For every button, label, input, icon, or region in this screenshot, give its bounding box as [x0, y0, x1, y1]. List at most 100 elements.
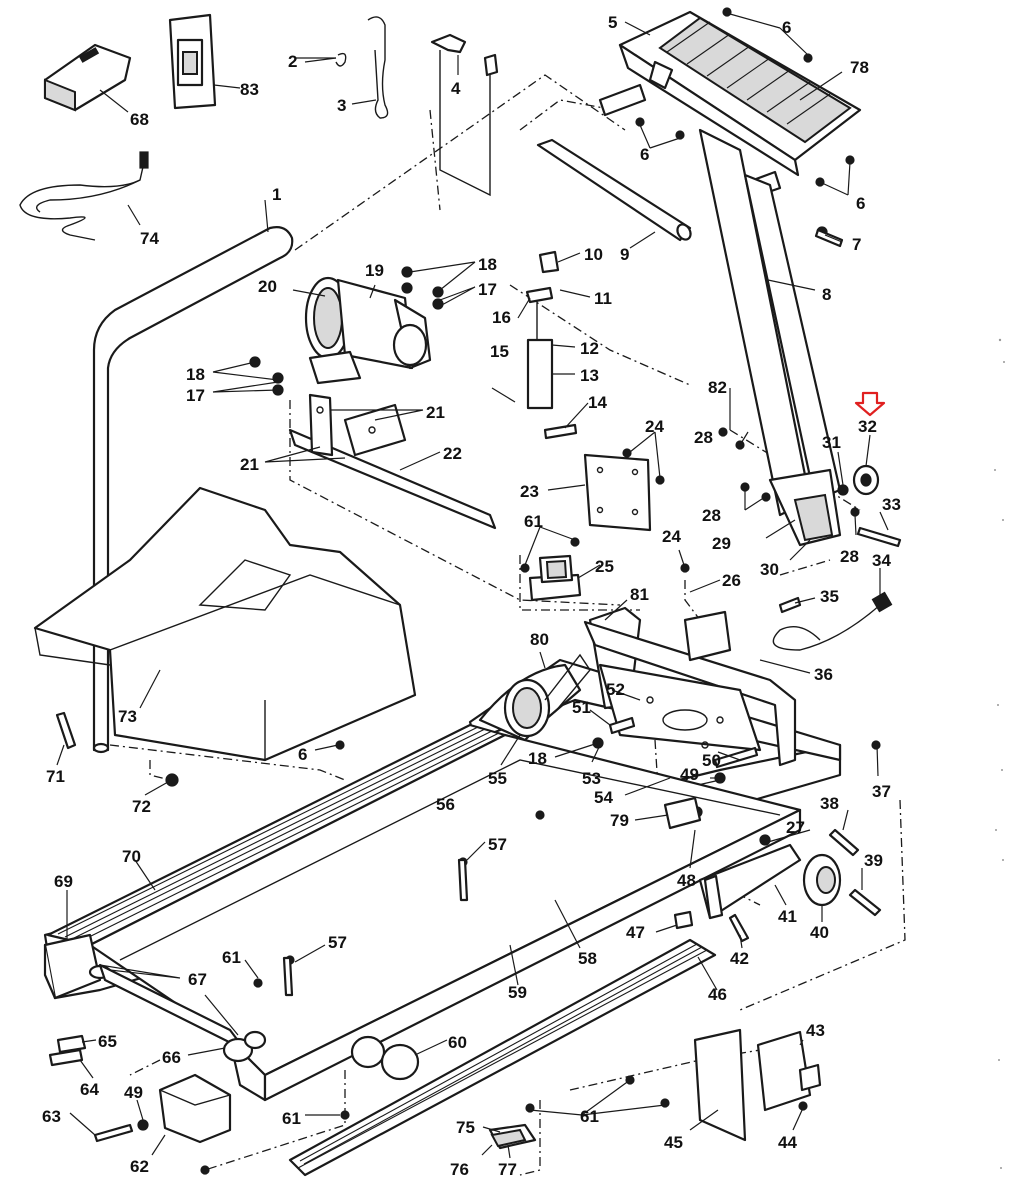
console-vents — [666, 21, 831, 125]
label-22: 22 — [443, 444, 462, 463]
label-40: 40 — [810, 923, 829, 942]
highlight-arrow-icon — [854, 391, 886, 417]
label-77: 77 — [498, 1160, 517, 1179]
label-50: 50 — [702, 751, 721, 770]
label-17-left: 17 — [186, 386, 205, 405]
label-23: 23 — [520, 482, 539, 501]
motor-assembly — [249, 266, 444, 396]
label-57-b: 57 — [328, 933, 347, 952]
label-81: 81 — [630, 585, 649, 604]
deck-59 — [88, 733, 802, 1102]
label-76: 76 — [450, 1160, 469, 1179]
label-6-top: 6 — [782, 18, 791, 37]
label-68: 68 — [130, 110, 149, 129]
label-29: 29 — [712, 534, 731, 553]
label-47: 47 — [626, 923, 645, 942]
label-5: 5 — [608, 13, 617, 32]
motor-mount-22 — [288, 393, 497, 530]
label-34: 34 — [872, 551, 891, 570]
label-20: 20 — [258, 277, 277, 296]
label-16: 16 — [492, 308, 511, 327]
transformer-25 — [528, 554, 582, 602]
side-rail-46 — [288, 938, 717, 1177]
label-18-deck: 18 — [528, 749, 547, 768]
label-41: 41 — [778, 907, 797, 926]
label-62: 62 — [130, 1157, 149, 1176]
label-58: 58 — [578, 949, 597, 968]
label-11: 11 — [594, 289, 612, 308]
bracket-41 — [698, 843, 802, 920]
label-57-a: 57 — [488, 835, 507, 854]
label-19: 19 — [365, 261, 384, 280]
label-61-b: 61 — [222, 948, 241, 967]
label-18-right: 18 — [478, 255, 497, 274]
label-8: 8 — [822, 285, 831, 304]
rear-roller-66 — [98, 963, 267, 1063]
label-4: 4 — [451, 79, 461, 98]
roller-9 — [536, 138, 692, 242]
label-17-right: 17 — [478, 280, 497, 299]
label-33: 33 — [882, 495, 901, 514]
label-70: 70 — [122, 847, 141, 866]
handrail-1 — [92, 226, 294, 754]
label-6-mid: 6 — [640, 145, 649, 164]
label-55: 55 — [488, 769, 507, 788]
label-12: 12 — [580, 339, 599, 358]
label-14: 14 — [588, 393, 607, 412]
lead-wire-3 — [351, 16, 389, 119]
label-18-left: 18 — [186, 365, 205, 384]
label-73: 73 — [118, 707, 137, 726]
label-28-c: 28 — [840, 547, 859, 566]
label-28-a: 28 — [694, 428, 713, 447]
pulse-receiver-83 — [168, 13, 241, 110]
label-79: 79 — [610, 811, 629, 830]
label-69: 69 — [54, 872, 73, 891]
isolator-60 — [350, 1035, 420, 1081]
label-1: 1 — [272, 185, 281, 204]
label-24-mid: 24 — [662, 527, 681, 546]
label-53: 53 — [582, 769, 601, 788]
label-48: 48 — [677, 871, 696, 890]
label-43: 43 — [806, 1021, 825, 1040]
foot-75-77 — [488, 1123, 537, 1150]
label-32: 32 — [858, 417, 877, 436]
label-63: 63 — [42, 1107, 61, 1126]
leader-lines — [56, 13, 889, 1159]
label-71: 71 — [46, 767, 65, 786]
label-21-left: 21 — [240, 455, 259, 474]
fasteners — [55, 7, 902, 1175]
bracket-23 — [583, 453, 652, 532]
label-54: 54 — [594, 788, 613, 807]
motor-cover-plate-45 — [693, 1028, 747, 1142]
label-72: 72 — [132, 797, 151, 816]
label-2: 2 — [288, 52, 297, 71]
power-cord-34 — [772, 591, 893, 651]
label-82: 82 — [708, 378, 727, 397]
label-52: 52 — [606, 680, 625, 699]
label-67: 67 — [188, 970, 207, 989]
label-60: 60 — [448, 1033, 467, 1052]
label-36: 36 — [814, 665, 833, 684]
label-65: 65 — [98, 1032, 117, 1051]
label-45: 45 — [664, 1133, 683, 1152]
clip-2 — [304, 52, 347, 67]
label-39: 39 — [864, 851, 883, 870]
label-25: 25 — [595, 557, 614, 576]
motor-hood-73 — [33, 486, 417, 762]
label-26: 26 — [722, 571, 741, 590]
label-7: 7 — [852, 235, 861, 254]
scan-specks — [994, 338, 1005, 1169]
front-pulley-80 — [478, 653, 591, 742]
incline-actuator — [491, 250, 578, 440]
label-49-end: 49 — [124, 1083, 143, 1102]
rear-end-cap-69 — [43, 933, 112, 1000]
label-27: 27 — [786, 818, 805, 837]
label-21-right: 21 — [426, 403, 445, 422]
label-75: 75 — [456, 1118, 475, 1137]
label-66: 66 — [162, 1048, 181, 1067]
bracket-65-64 — [48, 1034, 87, 1067]
rail-70 — [46, 723, 507, 947]
label-56: 56 — [436, 795, 455, 814]
label-15: 15 — [490, 342, 509, 361]
